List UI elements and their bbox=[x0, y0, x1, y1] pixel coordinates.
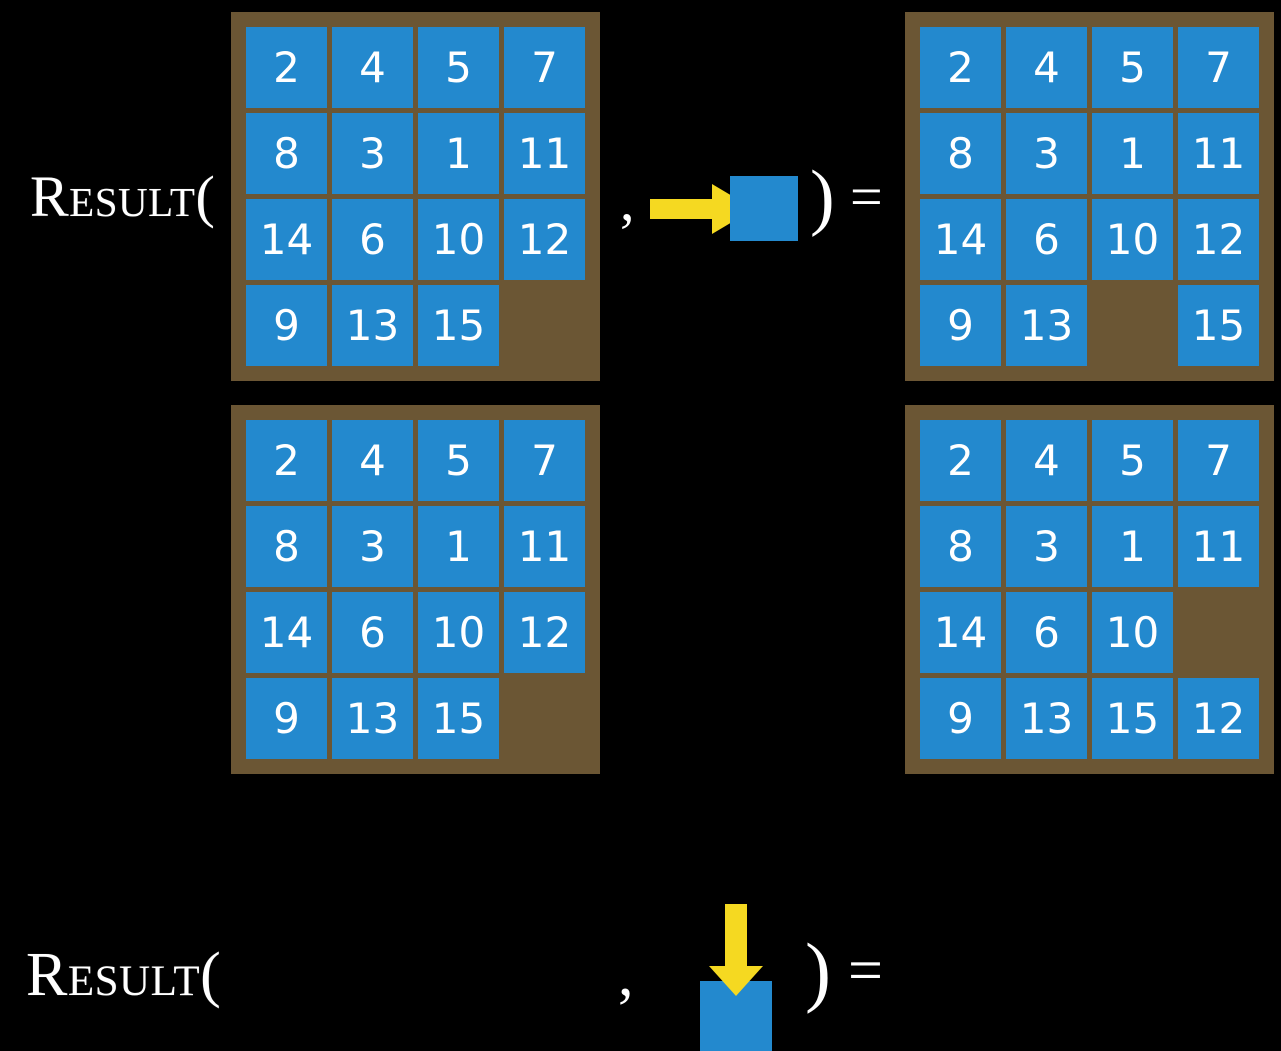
puzzle-tile[interactable]: 4 bbox=[332, 27, 413, 108]
puzzle-tile[interactable]: 5 bbox=[1092, 420, 1173, 501]
puzzle-tile[interactable]: 13 bbox=[332, 285, 413, 366]
puzzle-tile[interactable]: 10 bbox=[1092, 199, 1173, 280]
puzzle-tile[interactable]: 4 bbox=[1006, 420, 1087, 501]
puzzle-tile[interactable]: 12 bbox=[1178, 199, 1259, 280]
puzzle-tile[interactable]: 12 bbox=[504, 592, 585, 673]
puzzle-tile[interactable]: 9 bbox=[246, 678, 327, 759]
puzzle-tile[interactable]: 3 bbox=[332, 506, 413, 587]
puzzle-tile[interactable]: 10 bbox=[418, 199, 499, 280]
puzzle-tile[interactable]: 2 bbox=[246, 420, 327, 501]
puzzle-tile[interactable]: 11 bbox=[504, 506, 585, 587]
puzzle-tile[interactable]: 15 bbox=[418, 285, 499, 366]
puzzle-tile[interactable]: 13 bbox=[1006, 678, 1087, 759]
puzzle-tile[interactable]: 8 bbox=[246, 506, 327, 587]
puzzle-tile[interactable]: 5 bbox=[1092, 27, 1173, 108]
puzzle-tile[interactable]: 11 bbox=[504, 113, 585, 194]
puzzle-tile[interactable]: 8 bbox=[246, 113, 327, 194]
puzzle-tile[interactable]: 1 bbox=[418, 113, 499, 194]
puzzle-tile[interactable]: 14 bbox=[920, 592, 1001, 673]
puzzle-tile[interactable]: 3 bbox=[1006, 506, 1087, 587]
equals-sign: = bbox=[850, 164, 883, 229]
arrow-right-icon bbox=[650, 180, 760, 238]
operator-area-row-2: , ) = bbox=[600, 392, 905, 1051]
comma-separator: , bbox=[620, 168, 635, 233]
puzzle-tile[interactable]: 3 bbox=[332, 113, 413, 194]
puzzle-tile[interactable]: 11 bbox=[1178, 113, 1259, 194]
result-function-label: Result( bbox=[30, 164, 216, 229]
puzzle-tile[interactable]: 15 bbox=[1178, 285, 1259, 366]
puzzle-tile[interactable]: 2 bbox=[920, 27, 1001, 108]
puzzle-tile[interactable]: 4 bbox=[1006, 27, 1087, 108]
close-paren: ) bbox=[805, 927, 831, 1014]
puzzle-tile[interactable]: 5 bbox=[418, 27, 499, 108]
puzzle-tile[interactable]: 12 bbox=[1178, 678, 1259, 759]
puzzle-tile[interactable]: 14 bbox=[246, 199, 327, 280]
puzzle-tile[interactable]: 7 bbox=[504, 27, 585, 108]
puzzle-tile[interactable]: 4 bbox=[332, 420, 413, 501]
puzzle-tile[interactable]: 3 bbox=[1006, 113, 1087, 194]
puzzle-tile[interactable]: 1 bbox=[1092, 113, 1173, 194]
equals-sign: = bbox=[848, 937, 883, 1005]
empty-slot bbox=[504, 678, 585, 759]
puzzle-tile[interactable]: 13 bbox=[332, 678, 413, 759]
puzzle-tile[interactable]: 7 bbox=[1178, 27, 1259, 108]
close-paren: ) bbox=[810, 156, 835, 238]
puzzle-tile[interactable]: 8 bbox=[920, 113, 1001, 194]
puzzle-tile[interactable]: 1 bbox=[418, 506, 499, 587]
empty-slot bbox=[1092, 285, 1173, 366]
direction-token-tile bbox=[730, 176, 798, 241]
puzzle-tile[interactable]: 14 bbox=[920, 199, 1001, 280]
puzzle-tile[interactable]: 9 bbox=[246, 285, 327, 366]
empty-slot bbox=[1178, 592, 1259, 673]
operator-area-row-1: , ) = bbox=[600, 0, 905, 392]
puzzle-tile[interactable]: 12 bbox=[504, 199, 585, 280]
puzzle-tile[interactable]: 11 bbox=[1178, 506, 1259, 587]
puzzle-tile[interactable]: 15 bbox=[418, 678, 499, 759]
puzzle-tile[interactable]: 9 bbox=[920, 285, 1001, 366]
puzzle-tile[interactable]: 10 bbox=[1092, 592, 1173, 673]
puzzle-tile[interactable]: 8 bbox=[920, 506, 1001, 587]
puzzle-tile[interactable]: 7 bbox=[504, 420, 585, 501]
puzzle-tile[interactable]: 6 bbox=[1006, 592, 1087, 673]
arrow-down-icon bbox=[700, 904, 772, 1000]
empty-slot bbox=[504, 285, 585, 366]
puzzle-tile[interactable]: 2 bbox=[246, 27, 327, 108]
puzzle-tile[interactable]: 6 bbox=[1006, 199, 1087, 280]
comma-separator: , bbox=[618, 941, 634, 1009]
puzzle-tile[interactable]: 9 bbox=[920, 678, 1001, 759]
puzzle-tile[interactable]: 13 bbox=[1006, 285, 1087, 366]
puzzle-tile[interactable]: 14 bbox=[246, 592, 327, 673]
puzzle-tile[interactable]: 2 bbox=[920, 420, 1001, 501]
puzzle-tile[interactable]: 15 bbox=[1092, 678, 1173, 759]
puzzle-tile[interactable]: 10 bbox=[418, 592, 499, 673]
puzzle-tile[interactable]: 6 bbox=[332, 592, 413, 673]
puzzle-tile[interactable]: 7 bbox=[1178, 420, 1259, 501]
puzzle-tile[interactable]: 6 bbox=[332, 199, 413, 280]
puzzle-tile[interactable]: 1 bbox=[1092, 506, 1173, 587]
result-function-label: Result( bbox=[26, 941, 222, 1009]
puzzle-tile[interactable]: 5 bbox=[418, 420, 499, 501]
